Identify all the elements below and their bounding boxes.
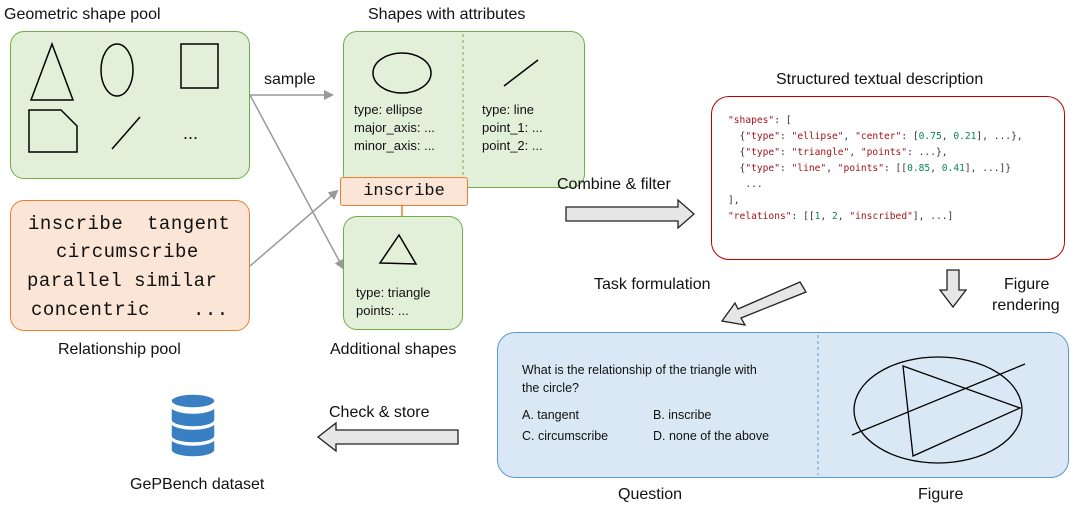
- sample-label: sample: [264, 71, 316, 88]
- line-attr-2: point_1: ...: [482, 120, 543, 135]
- shape-pool-title: Geometric shape pool: [4, 6, 161, 23]
- figure-rendering-label-2: rendering: [992, 297, 1060, 314]
- combine-filter-label: Combine & filter: [557, 176, 671, 193]
- relation-to-inscribe-arrow: [249, 189, 339, 267]
- option-a: A. tangent: [522, 408, 579, 422]
- relation-row-1: inscribe tangent: [28, 213, 231, 235]
- figure-rendering-label-1: Figure: [1004, 276, 1050, 293]
- json-line-6: ],: [728, 195, 740, 206]
- additional-shapes-box: type: triangle points: ...: [343, 216, 463, 330]
- triangle-attr-1: type: triangle: [356, 285, 431, 300]
- shape-pool-box: ...: [10, 31, 250, 179]
- triangle-attr-2: points: ...: [356, 303, 409, 318]
- json-line-5: ...: [728, 179, 763, 190]
- task-formulation-label: Task formulation: [594, 276, 711, 293]
- shapes-attr-title: Shapes with attributes: [368, 6, 526, 23]
- pool-to-additional-arrow: [249, 94, 344, 270]
- relation-row-2: circumscribe: [56, 241, 199, 263]
- ellipse-shape: [100, 43, 134, 97]
- ellipse-shape: [372, 52, 432, 94]
- relation-row-3: parallel similar: [27, 270, 218, 292]
- rendered-figure: [851, 356, 1026, 464]
- ellipse-attr-1: type: ellipse: [354, 102, 423, 117]
- json-line-1: "shapes": [: [728, 115, 792, 126]
- json-line-3: {"type": "triangle", "points": ...},: [728, 147, 948, 158]
- check-block-arrow: [316, 421, 459, 453]
- database-icon: [170, 393, 216, 458]
- line-shape: [111, 116, 141, 150]
- question-text-line2: the circle?: [522, 381, 579, 395]
- json-line-7: "relations": [[1, 2, "inscribed"], ...]: [728, 211, 954, 222]
- structured-title: Structured textual description: [776, 71, 984, 88]
- structured-box: "shapes": [ {"type": "ellipse", "center"…: [711, 96, 1065, 260]
- triangle-shape: [378, 233, 418, 265]
- relationship-pool-box: inscribe tangent circumscribe parallel s…: [10, 200, 250, 331]
- question-caption: Question: [618, 486, 683, 503]
- check-store-label: Check & store: [329, 404, 430, 421]
- ellipse-attr-3: minor_axis: ...: [354, 138, 435, 153]
- additional-shapes-title: Additional shapes: [330, 341, 457, 358]
- json-line-4: {"type": "line", "points": [[0.85, 0.41]…: [728, 163, 1012, 174]
- inscribe-tag: inscribe: [340, 177, 468, 206]
- triangle-shape: [29, 41, 75, 101]
- figure-caption: Figure: [918, 486, 964, 503]
- render-block-arrow: [938, 269, 968, 309]
- task-block-arrow: [720, 281, 807, 326]
- shape-pool-ellipsis: ...: [183, 123, 199, 143]
- question-text-line1: What is the relationship of the triangle…: [522, 363, 757, 377]
- line-shape: [503, 59, 539, 87]
- line-attr-1: type: line: [482, 102, 535, 117]
- question-figure-panel: What is the relationship of the triangle…: [497, 332, 1069, 478]
- relationship-pool-title: Relationship pool: [58, 341, 181, 358]
- pentagon-shape: [28, 109, 78, 153]
- json-line-2: {"type": "ellipse", "center": [0.75, 0.2…: [728, 131, 1023, 142]
- shapes-attr-box: type: ellipse major_axis: ... minor_axis…: [343, 31, 585, 188]
- line-attr-3: point_2: ...: [482, 138, 543, 153]
- square-shape: [180, 43, 219, 89]
- option-d: D. none of the above: [653, 429, 770, 443]
- relation-ellipsis: ...: [193, 299, 229, 321]
- relation-row-4: concentric: [31, 299, 151, 321]
- option-b: B. inscribe: [653, 408, 712, 422]
- option-c: C. circumscribe: [522, 429, 609, 443]
- dataset-label: GePBench dataset: [130, 476, 265, 493]
- ellipse-attr-2: major_axis: ...: [354, 120, 435, 135]
- combine-block-arrow: [565, 198, 695, 230]
